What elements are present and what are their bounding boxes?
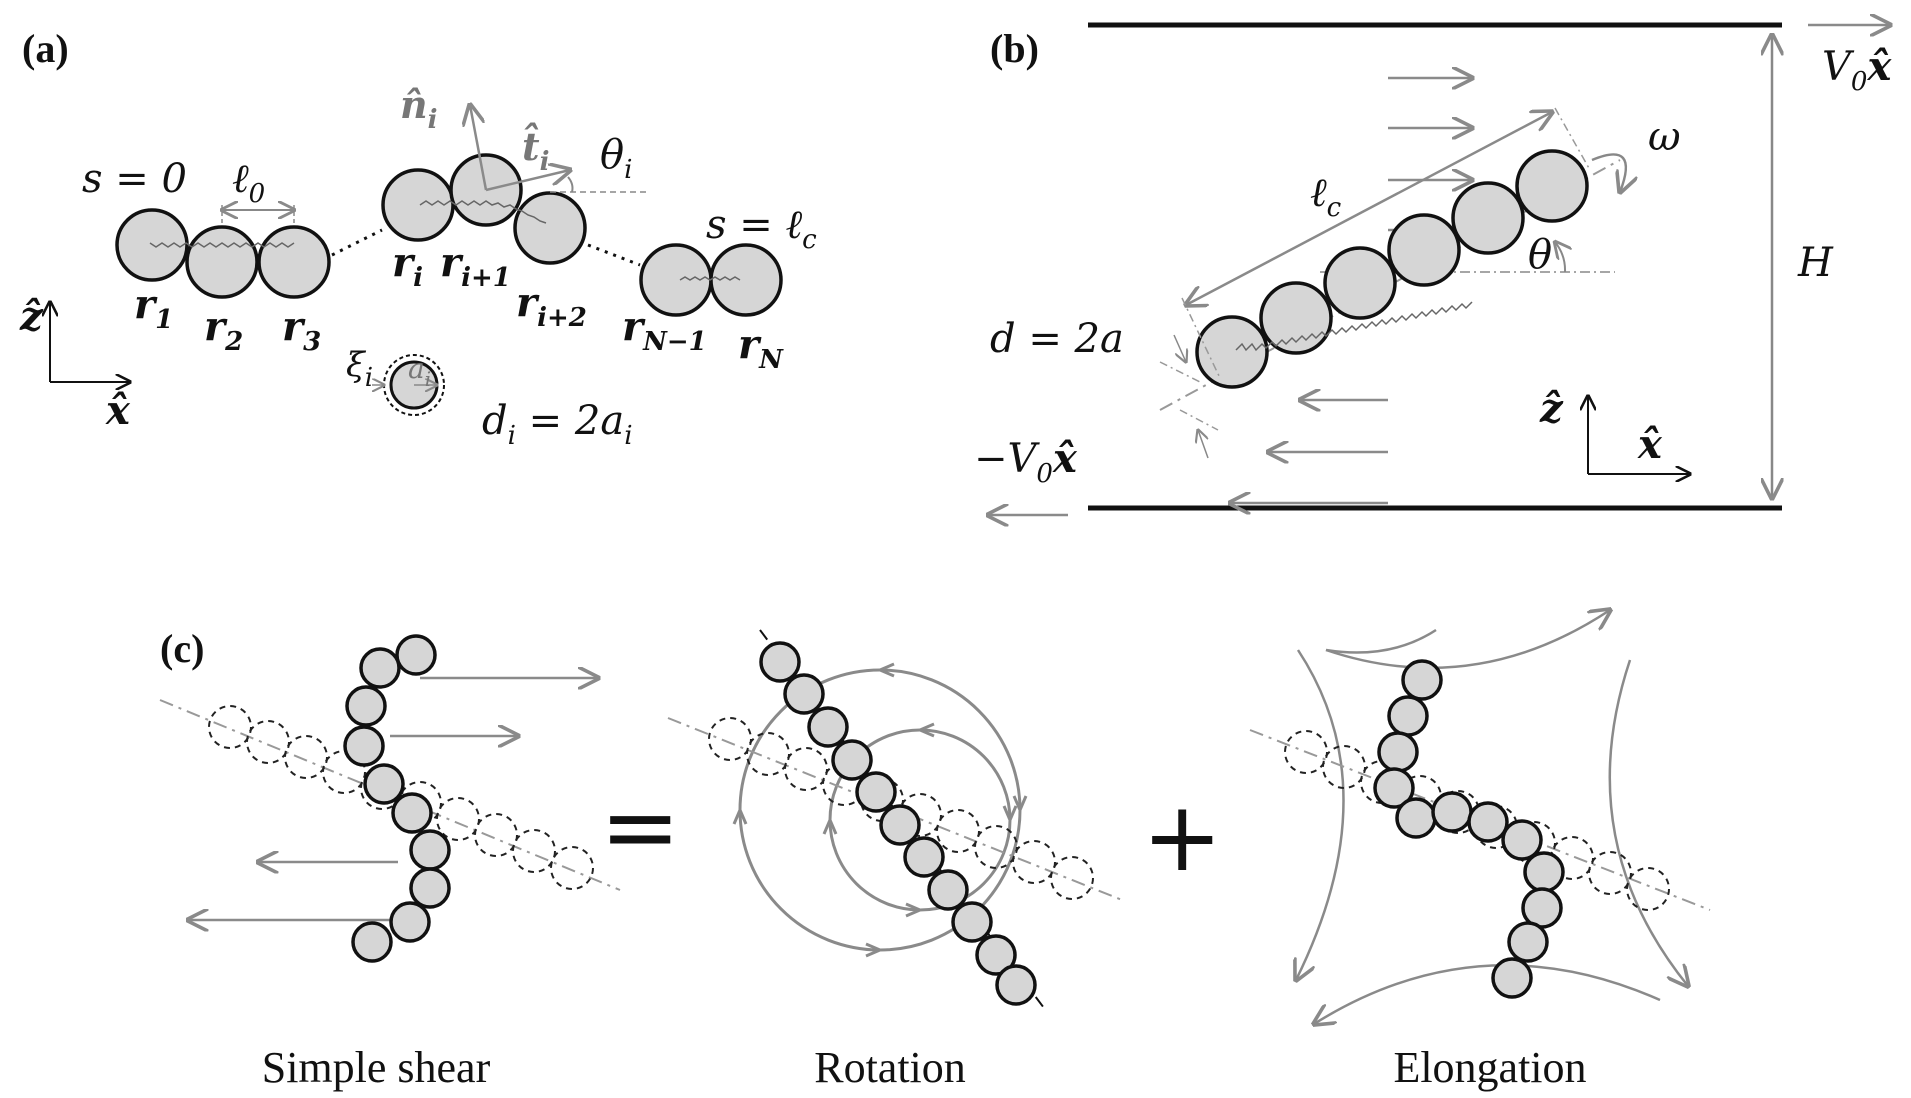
panel-b: (b) V0x̂ −V0x̂ H <box>974 25 1892 515</box>
d-eq-label: d = 2a <box>990 316 1124 362</box>
caption-simple-shear: Simple shear <box>262 1043 491 1092</box>
elongation-diagram <box>1249 610 1711 1024</box>
chain-ellipsis-2 <box>587 243 641 267</box>
xi-label: ξi <box>346 345 373 393</box>
rN1-label: rN−1 <box>622 303 707 357</box>
theta-label: θ <box>1528 232 1552 278</box>
bottom-velocity-label: −V0x̂ <box>974 435 1078 489</box>
normal-vector <box>470 105 488 191</box>
t-hat-label: t̂i <box>522 123 549 177</box>
panel-a-label: (a) <box>22 26 69 71</box>
r2-label: r2 <box>204 303 243 357</box>
bead-rN <box>709 243 783 317</box>
tilted-chain <box>1159 107 1626 459</box>
equals-sign: = <box>600 771 680 883</box>
spring-end <box>679 276 741 281</box>
panel-c-label: (c) <box>160 626 204 671</box>
panel-a: (a) s = 0 ℓ0 n̂i t̂i θi <box>19 26 817 451</box>
lc-label: ℓc <box>1310 170 1342 223</box>
bead-ri2 <box>513 191 587 265</box>
caption-elongation: Elongation <box>1393 1043 1586 1092</box>
H-label: H <box>1797 240 1834 286</box>
rN-label: rN <box>738 321 784 375</box>
axes-a: ẑ x̂ <box>19 293 131 434</box>
plus-sign: + <box>1142 781 1222 893</box>
d-i-label: di = 2ai <box>482 398 633 451</box>
tangent-vector <box>485 170 570 192</box>
ri2-label: ri+2 <box>516 279 587 333</box>
caption-rotation: Rotation <box>814 1043 966 1092</box>
ri1-label: ri+1 <box>440 239 511 293</box>
omega-label: ω <box>1648 114 1681 160</box>
bead-r2 <box>185 225 259 299</box>
ri-label: ri <box>392 239 423 293</box>
bead-detail: ξi ai di = 2ai <box>346 345 633 451</box>
z-axis-label-b: ẑ <box>1539 385 1564 432</box>
simple-shear-diagram <box>159 634 621 963</box>
bead-r3 <box>257 225 331 299</box>
chain-ellipsis-1 <box>331 228 383 257</box>
theta-i-label: θi <box>600 132 632 185</box>
spring-mid <box>419 200 547 224</box>
a-i-label: ai <box>408 352 431 391</box>
axes-b: ẑ x̂ <box>1539 385 1690 474</box>
x-axis-label-a: x̂ <box>105 387 131 434</box>
rotation-diagram <box>667 629 1123 1009</box>
ell0-label: ℓ0 <box>232 156 265 209</box>
theta-i-arc <box>567 176 574 193</box>
panel-c: (c) <box>159 610 1711 1092</box>
x-axis-label-b: x̂ <box>1637 421 1663 468</box>
ell0-marker: ℓ0 <box>222 156 294 270</box>
r1-label: r1 <box>134 281 173 335</box>
panel-b-label: (b) <box>990 26 1039 71</box>
spring-1 <box>149 242 295 248</box>
z-axis-label-a: ẑ <box>19 293 44 340</box>
s-end-label: s = ℓc <box>706 202 817 255</box>
top-velocity-label: V0x̂ <box>1822 43 1892 97</box>
n-hat-label: n̂i <box>400 82 438 135</box>
s-zero-label: s = 0 <box>82 156 187 202</box>
r3-label: r3 <box>282 303 321 357</box>
bead-ri <box>381 168 455 242</box>
